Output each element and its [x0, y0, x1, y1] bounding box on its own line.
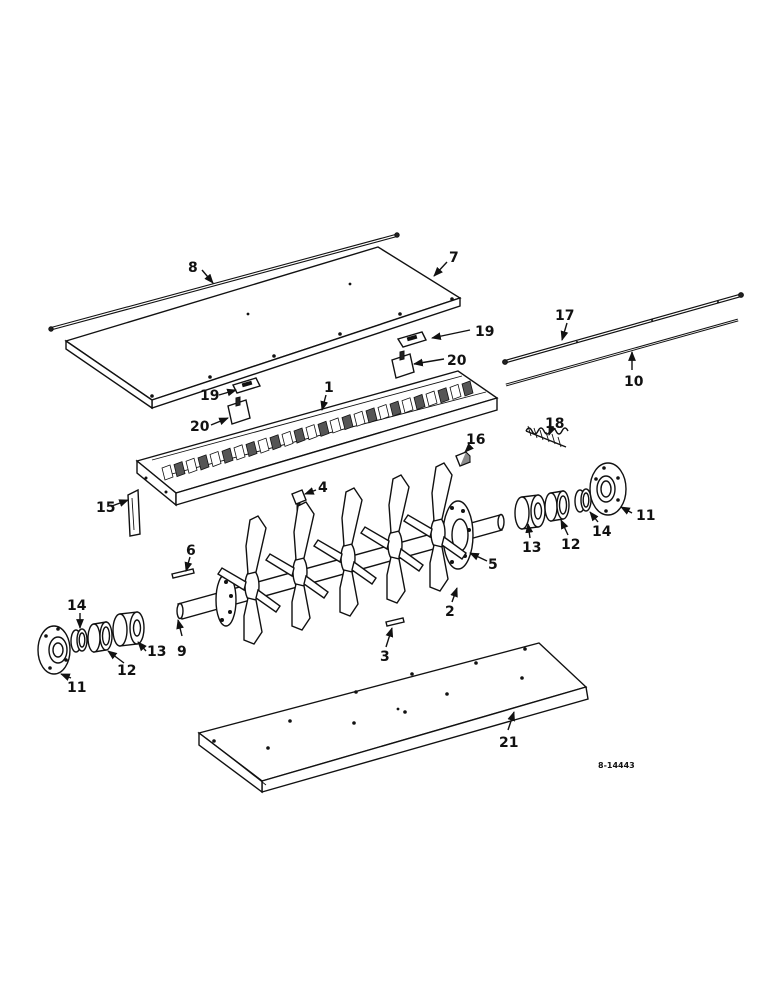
rotor-assembly — [176, 462, 505, 645]
callout-19a: 19 — [200, 388, 219, 404]
part-13-bearing-right — [514, 494, 546, 530]
part-17-rod — [502, 292, 744, 365]
grate-slat — [281, 430, 294, 447]
grate-slat — [425, 390, 438, 407]
part-12-race-right — [544, 490, 570, 522]
grate-slat — [185, 457, 198, 474]
grate-slat — [269, 434, 282, 451]
grate-slat — [341, 414, 354, 431]
part-18-spring — [525, 425, 569, 448]
callout-20a: 20 — [190, 419, 210, 435]
callout-13a: 13 — [147, 644, 166, 660]
callout-labels: 8 7 17 10 19 20 19 20 1 18 16 15 4 11 6 … — [67, 250, 655, 751]
callout-11b: 11 — [636, 508, 655, 524]
drawing-reference-number: 8-14443 — [598, 761, 635, 770]
callout-3: 3 — [380, 649, 390, 665]
callout-11a: 11 — [67, 680, 86, 696]
callout-4: 4 — [318, 480, 328, 496]
part-8-rod — [48, 232, 400, 332]
grate-slat — [197, 454, 210, 471]
callout-8: 8 — [188, 260, 198, 276]
callout-20b: 20 — [447, 353, 467, 369]
callout-12a: 12 — [117, 663, 136, 679]
rotor-blade-set — [265, 501, 329, 631]
rotor-blade-set — [360, 474, 424, 604]
grate-slat — [413, 393, 426, 410]
callout-14b: 14 — [592, 524, 612, 540]
grate-slat — [305, 424, 318, 441]
grate-slat — [317, 420, 330, 437]
part-21-bottom-pan — [197, 642, 589, 794]
grate-slat — [401, 397, 414, 414]
callout-10: 10 — [624, 374, 644, 390]
grate-slat — [365, 407, 378, 424]
callout-5: 5 — [488, 557, 498, 573]
part-10-rod — [505, 318, 739, 387]
callout-7: 7 — [449, 250, 459, 266]
callout-9: 9 — [177, 644, 187, 660]
part-11-flange-left — [37, 625, 71, 675]
part-2-blades — [217, 462, 467, 645]
grate-slat — [233, 444, 246, 461]
callout-19b: 19 — [475, 324, 494, 340]
callout-14a: 14 — [67, 598, 87, 614]
part-20-bracket-left — [227, 396, 251, 425]
callout-12b: 12 — [561, 537, 580, 553]
rotor-blade-set — [217, 515, 281, 645]
grate-slat — [293, 427, 306, 444]
callout-17: 17 — [555, 308, 574, 324]
grate-slat — [353, 410, 366, 427]
part-15-plate — [127, 488, 141, 537]
grate-slat — [389, 400, 402, 417]
rotor-blade-set — [313, 487, 377, 617]
part-1-grate-frame — [135, 370, 499, 507]
grate-slat — [377, 403, 390, 421]
grate-slat — [161, 464, 174, 481]
part-7-cover-panel — [64, 246, 462, 410]
part-14-collar-right — [574, 488, 592, 513]
callout-13b: 13 — [522, 540, 541, 556]
part-19-clip-right — [396, 331, 427, 348]
grate-slat — [437, 387, 450, 404]
callout-21: 21 — [499, 735, 518, 751]
part-3-key — [385, 617, 405, 627]
callout-16: 16 — [466, 432, 485, 448]
part-14-collar-left — [70, 628, 88, 653]
part-13-bearing-left — [112, 611, 145, 647]
callout-6: 6 — [186, 543, 196, 559]
grate-slat — [209, 451, 222, 468]
callout-1: 1 — [324, 380, 334, 396]
part-12-race-left — [87, 621, 113, 653]
grate-slat — [461, 380, 474, 397]
callout-18: 18 — [545, 416, 564, 432]
callout-15: 15 — [96, 500, 115, 516]
grate-slat — [245, 440, 258, 458]
part-16-nut — [455, 451, 471, 467]
grate-slat — [329, 417, 342, 434]
callout-2: 2 — [445, 604, 455, 620]
part-11-flange-right — [589, 462, 627, 516]
callout-leaders — [60, 261, 636, 731]
part-20-bracket-right — [391, 350, 415, 379]
grate-slat — [257, 437, 270, 454]
grate-slat — [173, 461, 186, 478]
rotor-blade-set — [403, 462, 467, 592]
grate-slat — [449, 383, 462, 400]
part-5-flange — [442, 500, 474, 570]
part-6-key — [171, 568, 195, 579]
grate-slat — [221, 447, 234, 464]
